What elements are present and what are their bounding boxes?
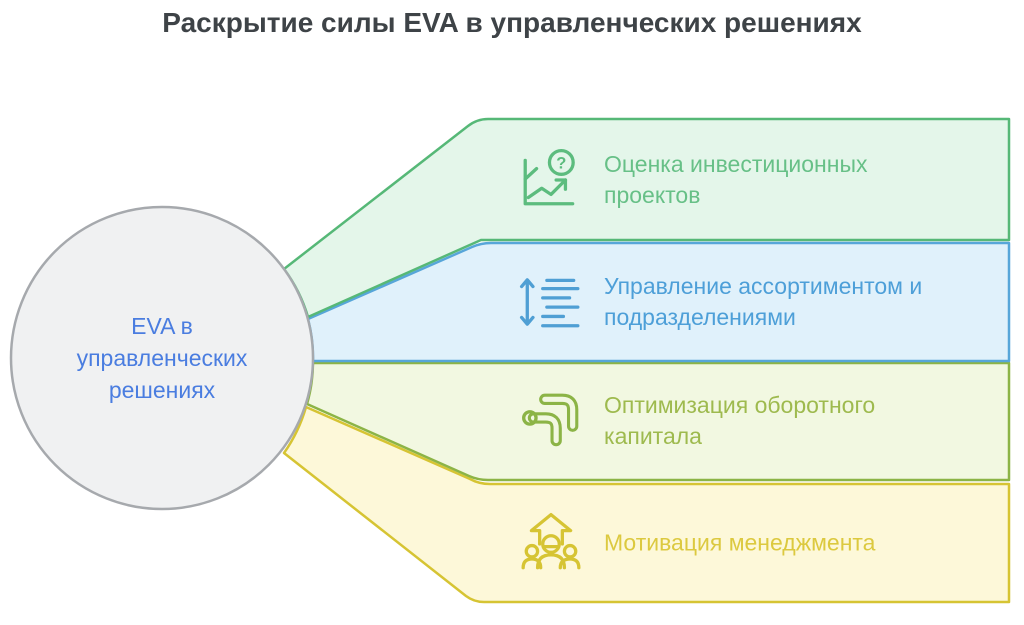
- branch-label-line: подразделениями: [604, 304, 796, 330]
- rotate-arrows-icon: [522, 393, 579, 447]
- branch-label-line: Оптимизация оборотного: [604, 392, 876, 418]
- center-node-circle: [9, 205, 315, 511]
- question-glyph: ?: [556, 155, 566, 173]
- center-node-label: EVA в управленческих решениях: [40, 310, 284, 406]
- branch-label-line: капитала: [604, 423, 702, 449]
- branch-label-line: Оценка инвестиционных: [604, 151, 868, 177]
- branch-label-investment: Оценка инвестиционных проектов: [604, 149, 1016, 211]
- branch-label-line: проектов: [604, 182, 701, 208]
- branch-label-line: Управление ассортиментом и: [604, 273, 923, 299]
- diagram-title: Раскрытие силы EVA в управленческих реше…: [162, 7, 862, 38]
- center-label-line: решениях: [108, 377, 216, 403]
- sort-lines-icon: [519, 278, 580, 328]
- chart-question-icon: ?: [523, 148, 575, 206]
- band-shape-motivation: [282, 405, 1011, 604]
- branch-label-assortment: Управление ассортиментом и подразделения…: [604, 271, 1016, 333]
- center-label-line: управленческих: [76, 345, 248, 371]
- branch-label-motivation: Мотивация менеджмента: [604, 528, 1016, 559]
- branch-label-working-capital: Оптимизация оборотного капитала: [604, 390, 1016, 452]
- team-growth-icon: [521, 512, 581, 570]
- branch-label-line: Мотивация менеджмента: [604, 529, 876, 556]
- center-label-line: EVA в: [131, 313, 193, 339]
